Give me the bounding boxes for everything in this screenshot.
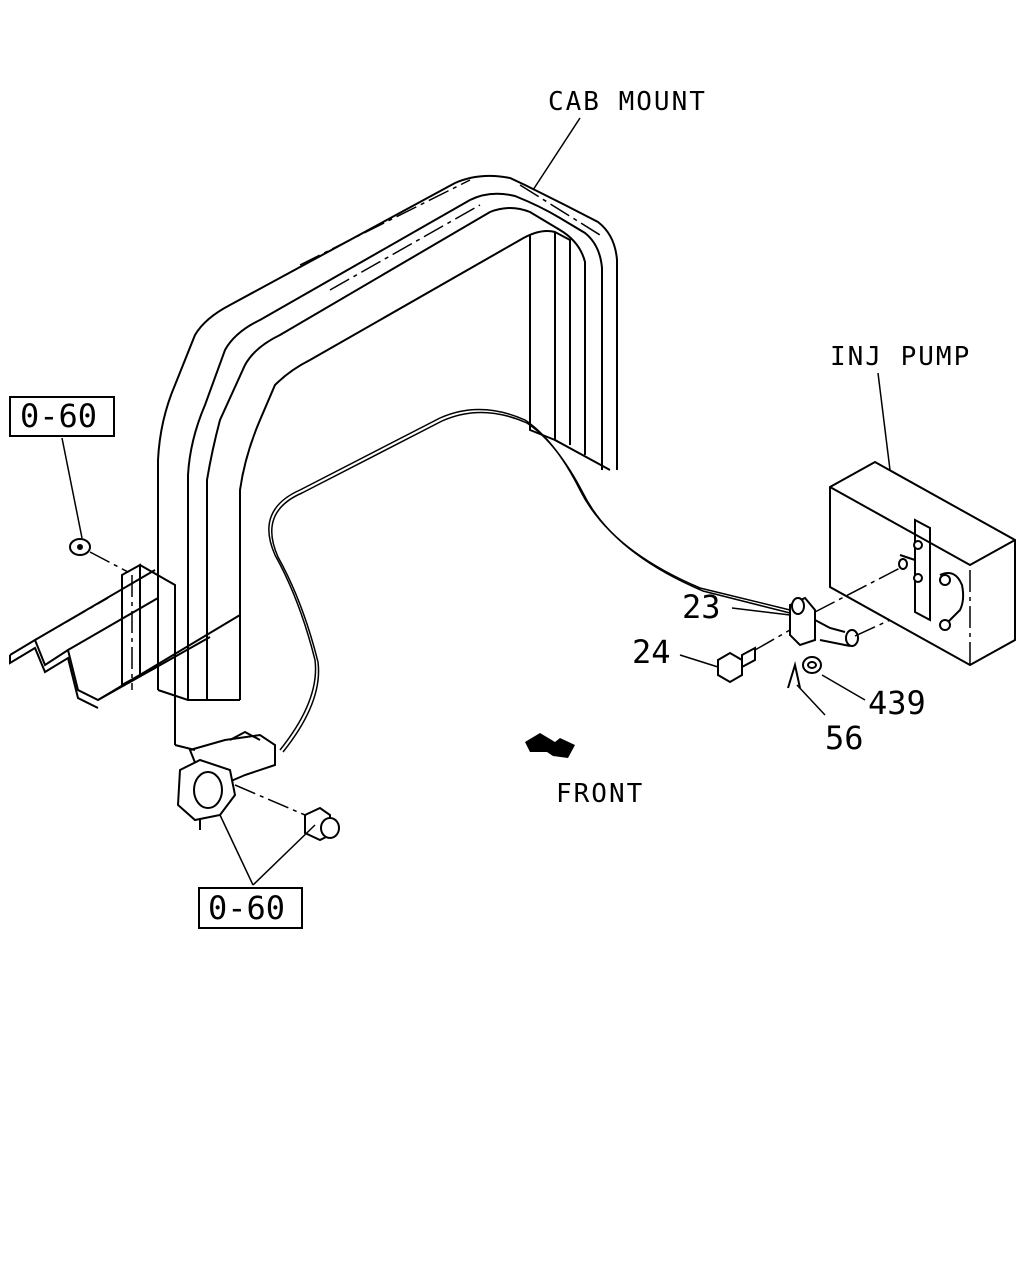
control-cable (268, 408, 791, 753)
front-arrow-icon (525, 733, 575, 758)
cable-end-bracket (754, 567, 901, 651)
ref-box-top[interactable]: 0-60 (9, 396, 115, 437)
frame-rail (9, 569, 241, 709)
bolt-lower (304, 806, 340, 842)
clip-56 (787, 661, 801, 689)
frame-bracket (121, 563, 176, 745)
part-number-56[interactable]: 56 (825, 719, 864, 757)
part-number-439[interactable]: 439 (868, 684, 926, 722)
ref-box-bottom-label: 0-60 (208, 889, 285, 927)
cab-mount-frame (157, 174, 618, 701)
injection-pump-body (829, 460, 1016, 667)
front-label: FRONT (556, 779, 644, 809)
inj-pump-label: INJ PUMP (830, 342, 971, 372)
washer-439 (802, 656, 822, 674)
part-number-23[interactable]: 23 (682, 588, 721, 626)
leader-lines (61, 117, 891, 886)
cab-mount-label: CAB MOUNT (548, 87, 707, 117)
bolt-24 (717, 646, 756, 684)
cable-clamp-assembly (174, 730, 306, 830)
ref-box-bottom[interactable]: 0-60 (198, 887, 303, 929)
ref-box-top-label: 0-60 (20, 397, 97, 435)
nut-part (69, 538, 129, 573)
part-number-24[interactable]: 24 (632, 633, 671, 671)
